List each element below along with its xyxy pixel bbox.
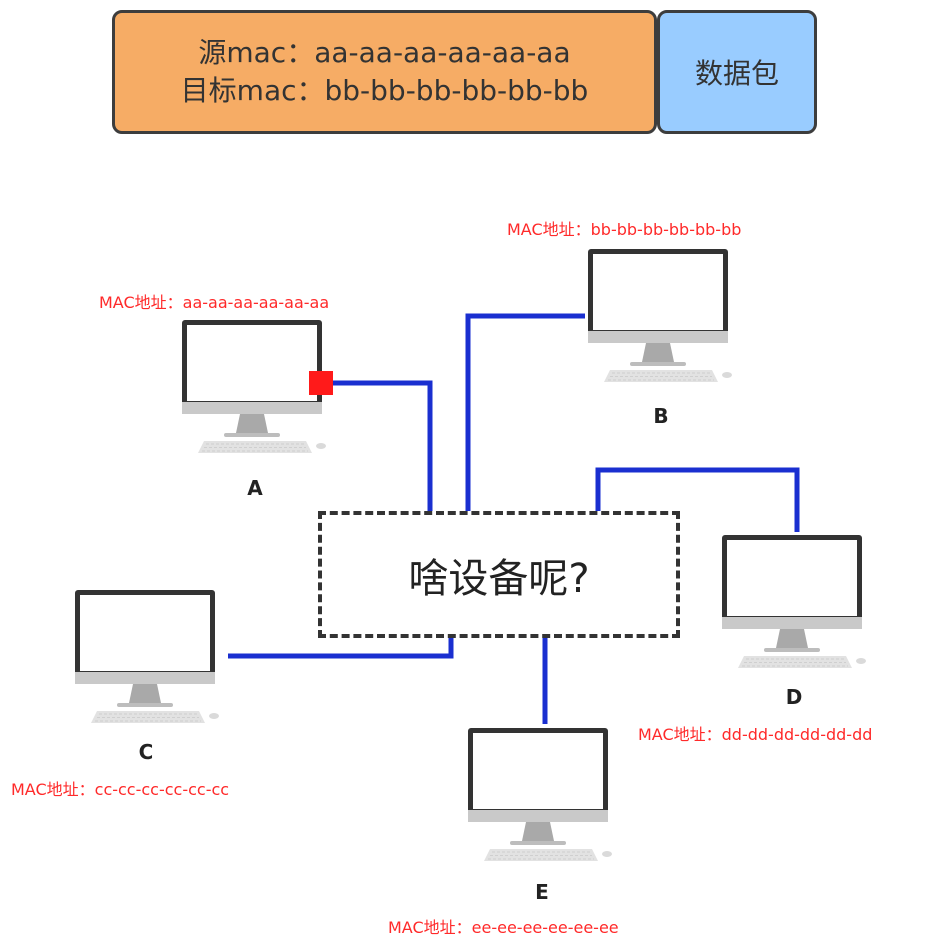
computer-d-icon xyxy=(721,534,867,669)
source-mac-text: 源mac：aa-aa-aa-aa-aa-aa xyxy=(198,36,571,69)
unknown-device: 啥设备呢? xyxy=(318,511,680,638)
cable-d xyxy=(595,467,800,532)
payload-label: 数据包 xyxy=(694,57,779,90)
computer-e-icon xyxy=(467,727,613,862)
computer-c-icon xyxy=(74,589,220,724)
host-c-mac: MAC地址：cc-cc-cc-cc-cc-cc xyxy=(11,780,230,799)
cable-b xyxy=(465,313,585,511)
destination-mac-text: 目标mac：bb-bb-bb-bb-bb-bb xyxy=(180,74,589,107)
host-d-mac: MAC地址：dd-dd-dd-dd-dd-dd xyxy=(638,725,873,744)
host-b-mac: MAC地址：bb-bb-bb-bb-bb-bb xyxy=(507,220,742,239)
host-a-mac: MAC地址：aa-aa-aa-aa-aa-aa xyxy=(99,293,330,312)
host-e-mac: MAC地址：ee-ee-ee-ee-ee-ee xyxy=(388,918,619,937)
host-e-name: E xyxy=(535,880,549,904)
frame-header: 源mac：aa-aa-aa-aa-aa-aa 目标mac：bb-bb-bb-bb… xyxy=(112,10,657,134)
cable-c xyxy=(228,638,454,659)
computer-b-icon xyxy=(587,248,733,383)
frame-payload: 数据包 xyxy=(657,10,817,134)
cable-a xyxy=(328,380,433,511)
host-b-name: B xyxy=(653,404,669,428)
unknown-device-label: 啥设备呢? xyxy=(408,555,590,602)
host-c-name: C xyxy=(138,740,154,764)
computer-a-icon xyxy=(181,319,327,454)
host-d-name: D xyxy=(785,685,803,709)
host-a-name: A xyxy=(247,476,263,500)
network-port-a xyxy=(309,371,333,395)
